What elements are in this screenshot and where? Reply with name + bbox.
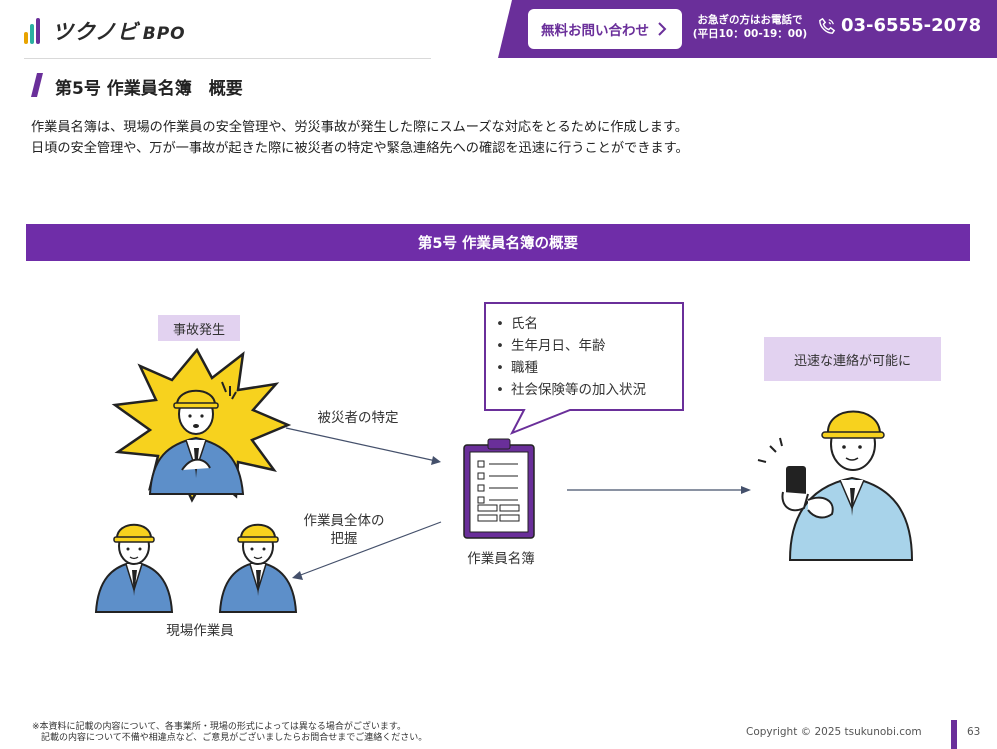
list-item: 職種 xyxy=(496,357,646,379)
logo-mark-icon xyxy=(24,16,46,46)
footer-note: ※本資料に記載の内容について、各事業所・現場の形式によっては異なる場合がございま… xyxy=(32,722,427,744)
intro-line-1: 作業員名簿は、現場の作業員の安全管理や、労災事故が発生した際にスムーズな対応をと… xyxy=(31,120,688,135)
chevron-right-icon xyxy=(658,22,667,36)
grasp-all-workers-label: 作業員全体の 把握 xyxy=(286,512,402,548)
identify-victim-label: 被災者の特定 xyxy=(317,410,399,426)
section-band-title: 第5号 作業員名簿の概要 xyxy=(26,224,970,261)
contact-button[interactable]: 無料お問い合わせ xyxy=(528,9,682,49)
site-worker-left-icon xyxy=(94,523,174,613)
accident-burst-icon xyxy=(111,347,292,503)
page-title: 第5号 作業員名簿 概要 xyxy=(55,79,243,99)
header-divider xyxy=(24,58,431,59)
page-number: 63 xyxy=(967,726,981,738)
footer-accent-bar xyxy=(951,720,957,749)
worker-phone-icon xyxy=(757,410,914,561)
fast-contact-tag: 迅速な連絡が可能に xyxy=(764,337,941,381)
phone-number-link[interactable]: 03-6555-2078 xyxy=(818,15,981,36)
site-worker-right-icon xyxy=(218,523,298,613)
urgent-line-2: (平日10：00-19：00) xyxy=(692,28,808,40)
urgent-line-1: お急ぎの方はお電話で xyxy=(697,14,803,26)
phone-icon xyxy=(819,17,836,34)
title-accent-icon xyxy=(31,73,43,97)
intro-line-2: 日頃の安全管理や、万が一事故が起きた際に被災者の特定や緊急連絡先への確認を迅速に… xyxy=(31,141,689,156)
list-item: 生年月日、年齢 xyxy=(496,335,646,357)
phone-number: 03-6555-2078 xyxy=(841,15,982,36)
list-item: 社会保険等の加入状況 xyxy=(496,379,646,401)
urgent-contact-note: お急ぎの方はお電話で (平日10：00-19：00) xyxy=(688,13,812,41)
intro-text: 作業員名簿は、現場の作業員の安全管理や、労災事故が発生した際にスムーズな対応をと… xyxy=(31,117,689,159)
footer-note-line-2: 記載の内容について不備や相違点など、ご意見がございましたらお問合せまでご連絡くだ… xyxy=(41,733,428,743)
grasp-label-line-2: 把握 xyxy=(330,531,358,547)
copyright-text: Copyright © 2025 tsukunobi.com xyxy=(746,726,922,738)
contact-button-label: 無料お問い合わせ xyxy=(541,23,649,39)
roster-fields-list: 氏名 生年月日、年齢 職種 社会保険等の加入状況 xyxy=(496,313,646,401)
roster-label: 作業員名簿 xyxy=(467,551,535,567)
clipboard-roster-icon xyxy=(463,438,535,539)
list-item: 氏名 xyxy=(496,313,646,335)
footer-note-line-1: ※本資料に記載の内容について、各事業所・現場の形式によっては異なる場合がございま… xyxy=(32,722,407,732)
grasp-label-line-1: 作業員全体の xyxy=(303,513,385,529)
accident-tag: 事故発生 xyxy=(158,315,240,341)
site-workers-label: 現場作業員 xyxy=(166,623,234,639)
injured-worker-icon xyxy=(148,381,245,495)
